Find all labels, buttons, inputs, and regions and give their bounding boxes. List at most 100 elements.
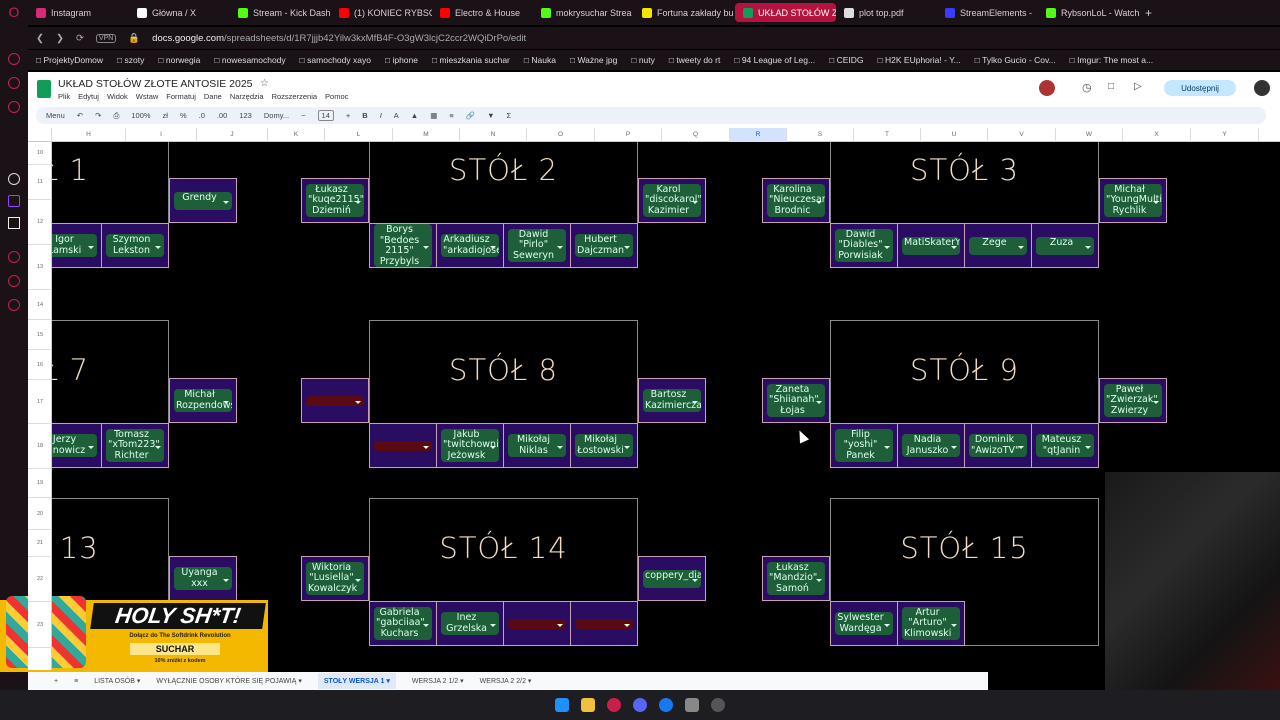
all-sheets-button[interactable]: ≡ (74, 677, 79, 685)
seat-cell[interactable]: Szymon Lekston (101, 223, 169, 268)
seat-cell[interactable]: Zege (964, 223, 1032, 268)
document-title[interactable]: UKŁAD STOŁÓW ZŁOTE ANTOSIE 2025 (58, 78, 253, 90)
seat-cell[interactable]: Mateusz "qtJanin (1031, 423, 1099, 468)
decrease-decimal-button[interactable]: .0 (198, 111, 205, 120)
sheet-tab[interactable]: WERSJA 2 2/2 ▾ (480, 677, 532, 685)
column-header-p[interactable]: P (595, 128, 662, 142)
browser-tab[interactable]: Electro & House (432, 0, 533, 25)
bookmark-item[interactable]: □ CEIDG (829, 55, 863, 65)
row-header-18[interactable]: 18 (28, 424, 52, 469)
guest-dropdown[interactable]: Łukasz "kuqe2115" Dziemiń (306, 183, 364, 218)
menu-wstaw[interactable]: Wstaw (135, 92, 159, 101)
seat-cell[interactable]: Jakub "twitchownia" Jeżowsk (436, 423, 504, 468)
guest-dropdown[interactable]: Jakub "twitchownia" Jeżowsk (441, 428, 499, 463)
column-header-u[interactable]: U (921, 128, 988, 142)
corner-cell[interactable] (28, 128, 52, 142)
menu-pomoc[interactable]: Pomoc (325, 92, 349, 101)
seat-cell[interactable] (570, 601, 638, 646)
column-header-k[interactable]: K (268, 128, 325, 142)
guest-dropdown[interactable]: Igor Łamski (52, 234, 97, 257)
guest-dropdown[interactable]: Nadia Januszko (902, 434, 960, 457)
seat-cell[interactable]: coppery_diana (638, 556, 706, 601)
row-header-13[interactable]: 13 (28, 245, 52, 290)
sheet-tab[interactable]: WERSJA 2 1/2 ▾ (412, 677, 464, 685)
column-header-s[interactable]: S (787, 128, 854, 142)
font-size-input[interactable]: 14 (317, 110, 334, 121)
guest-dropdown[interactable]: coppery_diana (643, 569, 701, 588)
column-header-q[interactable]: Q (662, 128, 730, 142)
row-header-17[interactable]: 17 (28, 380, 52, 424)
vpn-badge[interactable]: VPN (95, 33, 117, 43)
number-format-button[interactable]: 123 (239, 111, 252, 120)
browser-tab[interactable]: (1) KONIEC RYBSO (331, 0, 432, 25)
seat-cell[interactable]: Hubert Dajczman (570, 223, 638, 268)
bookmark-item[interactable]: □ mieszkania suchar (432, 55, 510, 65)
font-size-minus[interactable]: − (301, 111, 306, 120)
menu-formatuj[interactable]: Formatuj (166, 92, 196, 101)
add-sheet-button[interactable]: + (54, 677, 59, 685)
seat-cell[interactable]: Dawid "Diables" Porwisiak (830, 223, 898, 268)
increase-decimal-button[interactable]: .00 (216, 111, 228, 120)
guest-dropdown[interactable]: Dominik "AwizoTV" (969, 434, 1027, 457)
row-header-23[interactable]: 23 (28, 602, 52, 648)
seat-cell[interactable]: Gabriela "gabciiaa" Kuchars (369, 601, 437, 646)
column-header-j[interactable]: J (197, 128, 268, 142)
row-header-22[interactable]: 22 (28, 557, 52, 602)
italic-button[interactable]: I (379, 111, 382, 120)
column-header-r[interactable]: R (730, 128, 787, 142)
seat-cell[interactable]: Arkadiusz "arkadiojose" (436, 223, 504, 268)
menu-widok[interactable]: Widok (106, 92, 128, 101)
opera-icon[interactable] (607, 698, 621, 712)
browser-tab[interactable]: StreamElements - (937, 0, 1038, 25)
app-icon[interactable] (8, 101, 20, 113)
menu-dane[interactable]: Dane (203, 92, 222, 101)
new-tab-button[interactable]: + (1145, 5, 1153, 20)
messenger-icon[interactable] (8, 53, 20, 65)
guest-dropdown[interactable]: Szymon Lekston (106, 234, 164, 257)
seat-cell[interactable]: Łukasz "kuqe2115" Dziemiń (301, 178, 369, 223)
seat-cell[interactable]: Bartosz Kazimierczak (638, 378, 706, 423)
column-header-v[interactable]: V (988, 128, 1056, 142)
discord-icon[interactable] (633, 698, 647, 712)
column-header-o[interactable]: O (527, 128, 595, 142)
seat-cell[interactable]: Grendy (169, 178, 237, 223)
clock-icon[interactable] (8, 275, 20, 287)
guest-dropdown[interactable]: Arkadiusz "arkadiojose" (441, 234, 499, 257)
guest-dropdown[interactable]: Inez Grzelska (441, 612, 499, 635)
sheets-logo-icon[interactable] (37, 80, 51, 98)
seat-cell[interactable]: Dominik "AwizoTV" (964, 423, 1032, 468)
x-icon[interactable] (8, 217, 20, 229)
seat-cell[interactable]: Jerzy ...nowicz (52, 423, 102, 468)
guest-dropdown[interactable]: Mateusz "qtJanin (1036, 434, 1094, 457)
column-header-n[interactable]: N (460, 128, 527, 142)
guest-dropdown[interactable]: Karolina "Nieuczesana" Brodnic (767, 183, 825, 218)
row-header-20[interactable]: 20 (28, 498, 52, 530)
functions-icon[interactable]: Σ (506, 111, 512, 120)
link-icon[interactable]: 🔗 (465, 111, 476, 120)
column-header-i[interactable]: I (126, 128, 197, 142)
column-header-w[interactable]: W (1056, 128, 1123, 142)
row-header-14[interactable]: 14 (28, 290, 52, 320)
seat-cell[interactable] (301, 378, 369, 423)
column-header-x[interactable]: X (1123, 128, 1191, 142)
browser-tab[interactable]: Fortuna zakłady bu (634, 0, 735, 25)
guest-dropdown[interactable]: Zege (969, 236, 1027, 255)
guest-dropdown[interactable]: Hubert Dajczman (575, 234, 633, 257)
seat-cell[interactable]: Wiktoria "Lusiella" Kowalczyk (301, 556, 369, 601)
bookmark-item[interactable]: □ nuty (631, 55, 655, 65)
guest-dropdown[interactable]: Mikołaj Niklas (508, 434, 566, 457)
guest-dropdown[interactable]: Dawid "Pirlo" Seweryn (508, 228, 566, 263)
row-header-11[interactable]: 11 (28, 165, 52, 200)
align-icon[interactable]: ≡ (449, 111, 454, 120)
row-header-10[interactable]: 10 (28, 142, 52, 165)
font-select[interactable]: Domy... (263, 111, 290, 120)
guest-dropdown[interactable]: Wiktoria "Lusiella" Kowalczyk (306, 561, 364, 596)
seat-cell[interactable]: Mikołaj Niklas (503, 423, 571, 468)
menu-narzędzia[interactable]: Narzędzia (229, 92, 264, 101)
windows-start-icon[interactable] (555, 698, 569, 712)
seat-cell[interactable] (369, 423, 437, 468)
user-avatar[interactable] (1254, 80, 1270, 96)
guest-dropdown[interactable] (508, 618, 566, 629)
bookmark-item[interactable]: □ norwegia (158, 55, 200, 65)
